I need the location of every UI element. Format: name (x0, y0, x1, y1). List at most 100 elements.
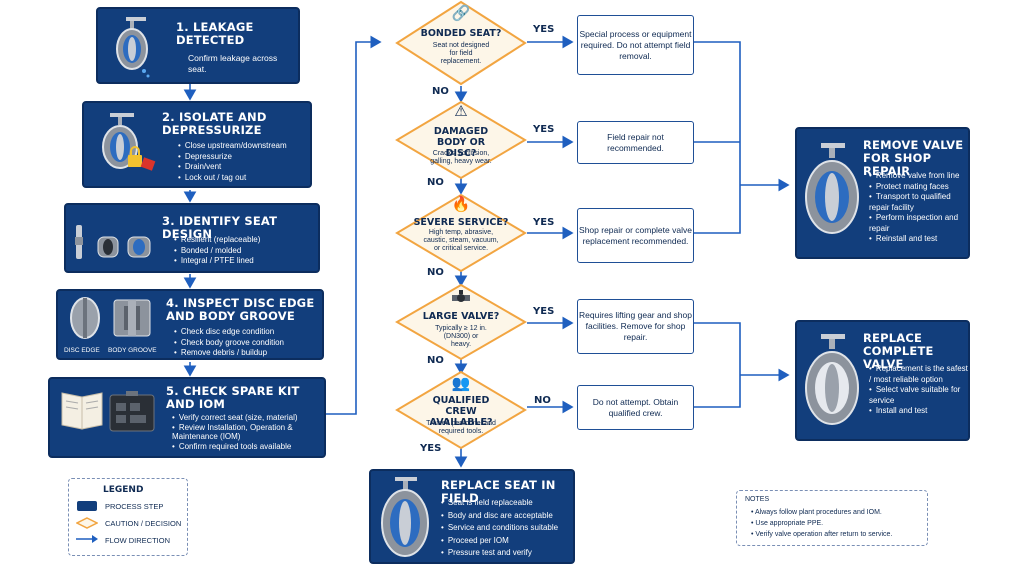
step-2-bullet: Lock out / tag out (178, 173, 310, 184)
butterfly-valve-icon (381, 477, 429, 557)
step-5-bullet: Verify correct seat (size, material) (172, 413, 324, 423)
result-replace-complete-valve: REPLACE COMPLETE VALVE Replacement is th… (795, 320, 970, 441)
outcome-text: Shop repair or complete valve replacemen… (579, 224, 692, 246)
decision-subtext: Trained personnel and required tools. (426, 420, 496, 435)
step-4-title: 4. INSPECT DISC EDGE AND BODY GROOVE (166, 296, 315, 323)
result-replace-bullet: Select valve suitable for service (869, 385, 969, 406)
decision-title: SEVERE SERVICE? (413, 217, 509, 228)
decision-qualified-crew: 👥 QUALIFIED CREW AVAILABLE? Trained pers… (395, 370, 527, 450)
legend-flow-arrow-icon (76, 535, 98, 543)
legend-item: FLOW DIRECTION (105, 536, 170, 545)
outcome-text: Field repair not recommended. (607, 131, 664, 153)
result-remove-for-shop-repair: REMOVE VALVE FOR SHOP REPAIR Remove valv… (795, 127, 970, 259)
step-2-bullet: Drain/vent (178, 162, 310, 173)
result-replace-bullet: Replacement is the safest / most reliabl… (869, 364, 969, 385)
outcome-box: Shop repair or complete valve replacemen… (577, 208, 694, 263)
decision-severe-service: 🔥 SEVERE SERVICE? High temp, abrasive, c… (395, 193, 527, 273)
decision-title: LARGE VALVE? (422, 311, 500, 322)
flame-icon: 🔥 (451, 196, 471, 213)
result-replace-bullets: Replacement is the safest / most reliabl… (869, 364, 969, 417)
decision-large-valve: LARGE VALVE? Typically ≥ 12 in. (DN300) … (395, 283, 527, 361)
step-2-isolate: 2. ISOLATE AND DEPRESSURIZE Close upstre… (82, 101, 312, 188)
result-replace-seat-in-field: REPLACE SEAT IN FIELD Seat is field repl… (369, 469, 575, 564)
step-4-bullet: Check disc edge condition (174, 327, 324, 338)
decision-damaged-body: ⚠ DAMAGED BODY OR DISC? Cracks, corrosio… (395, 100, 527, 180)
valve-icon (452, 290, 470, 302)
step-4-bullets: Check disc edge condition Check body gro… (174, 327, 324, 359)
result-field-bullets: Seat is field replaceable Body and disc … (441, 497, 575, 560)
decision-no-label: NO (427, 177, 444, 188)
result-shop-bullet: Protect mating faces (869, 182, 969, 193)
tool-case-icon (109, 391, 155, 432)
decision-subtext: Cracks, corrosion, galling, heavy wear. (430, 150, 492, 165)
outcome-box: Field repair not recommended. (577, 121, 694, 164)
step-3-bullets: Resilient (replaceable) Bonded / molded … (174, 235, 314, 267)
butterfly-valve-icon (116, 17, 150, 78)
result-shop-bullet: Reinstall and test (869, 234, 969, 245)
people-icon: 👥 (451, 375, 471, 392)
step-2-title: 2. ISOLATE AND DEPRESSURIZE (162, 110, 267, 137)
result-field-bullet: Seat is field replaceable (441, 497, 575, 510)
butterfly-valve-icon (805, 143, 859, 234)
manual-book-icon (61, 392, 103, 430)
decision-yes-label: YES (533, 217, 555, 228)
outcome-box: Requires lifting gear and shop facilitie… (577, 299, 694, 354)
legend-process-swatch (77, 501, 97, 511)
result-shop-bullets: Remove valve from line Protect mating fa… (869, 171, 969, 245)
result-field-bullet: Body and disc are acceptable (441, 510, 575, 523)
decision-no-label: NO (432, 86, 449, 97)
step-3-bullet: Bonded / molded (174, 246, 314, 257)
disc-edge-icon (70, 297, 100, 339)
outcome-text: Requires lifting gear and shop facilitie… (579, 310, 692, 342)
step-2-bullet: Depressurize (178, 152, 310, 163)
decision-no-label: NO (427, 355, 444, 366)
step-5-title: 5. CHECK SPARE KIT AND IOM (166, 384, 300, 411)
step-1-leakage-detected: 1. LEAKAGE DETECTED Confirm leakage acro… (96, 7, 300, 84)
decision-yes-label: YES (533, 24, 555, 35)
step-5-bullet: Review Installation, Operation & Mainten… (172, 423, 324, 442)
outcome-box: Do not attempt. Obtain qualified crew. (577, 385, 694, 430)
result-field-bullet: Service and conditions suitable (441, 522, 575, 535)
step-4-bullet: Check body groove condition (174, 338, 324, 349)
result-shop-bullet: Perform inspection and repair (869, 213, 969, 234)
legend-item: PROCESS STEP (105, 502, 164, 511)
legend-decision-swatch (76, 517, 98, 529)
outcome-box: Special process or equipment required. D… (577, 15, 694, 75)
body-groove-label: BODY GROOVE (108, 347, 157, 354)
step-3-bullet: Resilient (replaceable) (174, 235, 314, 246)
decision-title: QUALIFIED CREW AVAILABLE? (429, 395, 493, 428)
result-field-bullet: Proceed per IOM (441, 535, 575, 548)
step-3-bullet: Integral / PTFE lined (174, 256, 314, 267)
lockout-valve-icon (102, 113, 156, 171)
step-1-text: Confirm leakage across seat. (188, 53, 278, 74)
step-3-identify-seat: 3. IDENTIFY SEAT DESIGN Resilient (repla… (64, 203, 320, 273)
notes-item: • Verify valve operation after return to… (751, 531, 893, 538)
decision-title: DAMAGED BODY OR DISC? (433, 126, 489, 159)
legend-title: LEGEND (103, 485, 144, 495)
decision-no-label: NO (534, 395, 551, 406)
link-icon: 🔗 (451, 5, 471, 22)
decision-subtext: High temp, abrasive, caustic, steam, vac… (423, 229, 499, 252)
decision-bonded-seat: 🔗 BONDED SEAT? Seat not designed for fie… (395, 0, 527, 86)
notes-list: • Always follow plant procedures and IOM… (751, 507, 892, 540)
result-shop-bullet: Remove valve from line (869, 171, 969, 182)
butterfly-valve-icon (805, 334, 859, 425)
step-4-inspect: DISC EDGE BODY GROOVE 4. INSPECT DISC ED… (56, 289, 324, 360)
notes-item: • Always follow plant procedures and IOM… (751, 509, 882, 516)
notes-item: • Use appropriate PPE. (751, 520, 824, 527)
decision-yes-label: YES (420, 443, 442, 454)
outcome-text: Special process or equipment required. D… (579, 28, 692, 61)
notes-title: NOTES (745, 496, 770, 503)
step-1-title: 1. LEAKAGE DETECTED (176, 20, 254, 47)
step-2-bullet: Close upstream/downstream (178, 141, 310, 152)
result-field-bullet: Pressure test and verify (441, 547, 575, 560)
decision-title: BONDED SEAT? (420, 28, 502, 39)
disc-edge-label: DISC EDGE (64, 347, 100, 354)
legend-item: CAUTION / DECISION (105, 519, 182, 528)
result-shop-bullet: Transport to qualified repair facility (869, 192, 969, 213)
outcome-text: Do not attempt. Obtain qualified crew. (592, 396, 679, 418)
legend: LEGEND PROCESS STEP CAUTION / DECISION F… (68, 478, 188, 556)
step-5-spare-kit: 5. CHECK SPARE KIT AND IOM Verify correc… (48, 377, 326, 458)
decision-no-label: NO (427, 267, 444, 278)
